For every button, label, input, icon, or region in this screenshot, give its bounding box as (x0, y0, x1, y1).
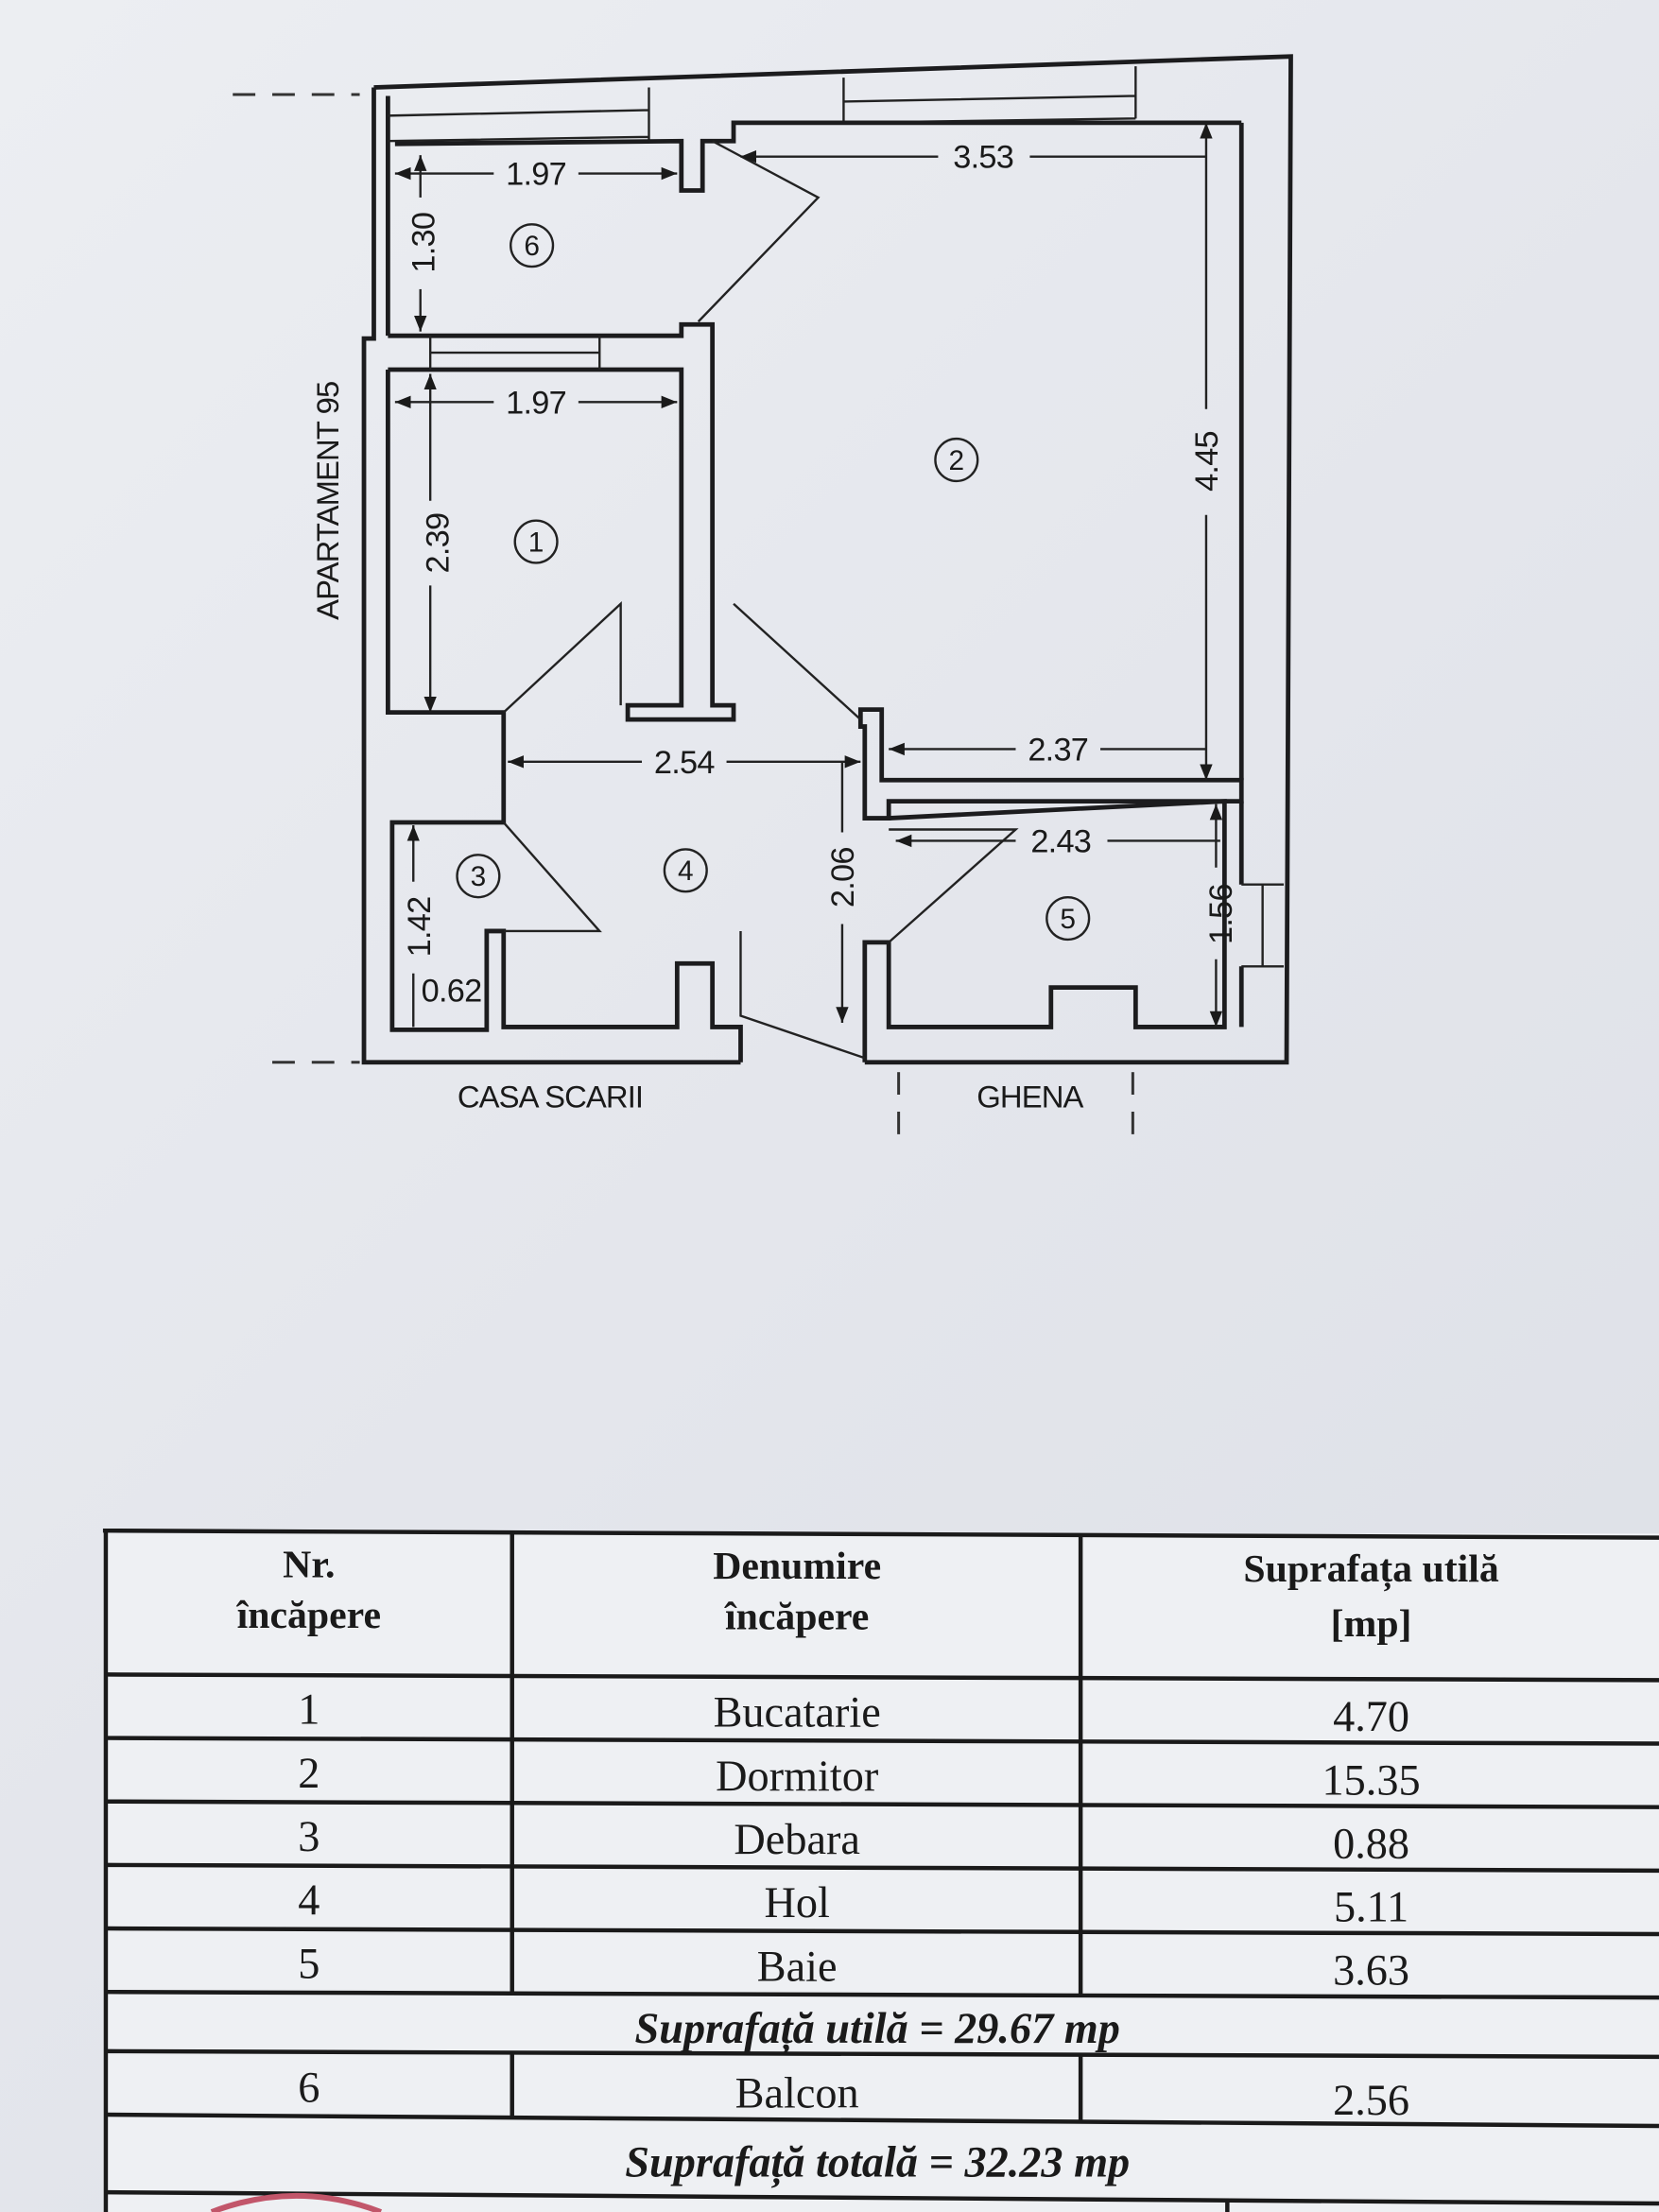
header-name-line2: încăpere (724, 1596, 869, 1639)
cell-nr: 5 (298, 1940, 320, 1988)
header-area-line1: Suprafața utilă (1243, 1547, 1498, 1592)
useful-area-total: Suprafață utilă = 29.67 mp (635, 2005, 1120, 2054)
cell-name: Hol (764, 1879, 829, 1927)
outer-walls (361, 54, 1293, 1065)
cell-name: Balcon (735, 2070, 859, 2118)
cell-area: 0.88 (1333, 1820, 1409, 1868)
cell-nr: 1 (298, 1686, 320, 1735)
dim-balcony-width: 1.97 (506, 156, 566, 192)
room-number-5: 5 (1060, 904, 1076, 935)
dim-kitchen-depth: 2.39 (421, 513, 457, 574)
table-row: 5 Baie 3.63 (298, 1940, 1409, 1995)
cell-name: Bucatarie (714, 1689, 881, 1737)
table-row: 1 Bucatarie 4.70 (298, 1686, 1409, 1741)
dim-bath-depth: 1.56 (1203, 884, 1239, 944)
header-nr-line1: Nr. (283, 1543, 335, 1586)
dim-balcony-depth: 1.30 (406, 213, 442, 273)
room-number-3: 3 (471, 861, 487, 892)
area-table: Nr. încăpere Denumire încăpere Suprafața… (102, 1528, 1659, 2212)
dim-bedroom-width: 3.53 (953, 140, 1013, 176)
dim-storage-width: 0.62 (422, 974, 482, 1010)
cell-nr: 3 (298, 1813, 320, 1861)
stairwell-label: CASA SCARII (458, 1079, 643, 1114)
dim-bedroom-bottom: 2.37 (1028, 732, 1088, 768)
cell-area: 3.63 (1333, 1947, 1409, 1996)
dim-hall-depth: 2.06 (825, 847, 861, 907)
stamp-fragment (210, 2192, 383, 2212)
room-number-4: 4 (678, 855, 694, 887)
header-nr-line2: încăpere (236, 1594, 381, 1637)
room-number-1: 1 (528, 527, 544, 559)
dim-storage-depth: 1.42 (402, 897, 438, 958)
cell-nr: 6 (298, 2065, 320, 2113)
header-area-line2: [mp] (1331, 1602, 1412, 1646)
dim-bedroom-depth: 4.45 (1189, 431, 1225, 492)
dim-kitchen-width: 1.97 (506, 385, 566, 421)
table-row: 3 Debara 0.88 (298, 1813, 1409, 1868)
cell-nr: 2 (298, 1750, 320, 1798)
room-markers: 1 2 3 4 5 6 (456, 223, 1091, 942)
cell-area: 5.11 (1334, 1884, 1408, 1932)
interior-walls (386, 321, 1244, 1063)
door-swings (502, 140, 1019, 1060)
dim-hall-width: 2.54 (654, 745, 715, 781)
table-row-balcony: 6 Balcon 2.56 (298, 2065, 1409, 2125)
cell-name: Debara (734, 1816, 860, 1864)
dimension-lines (394, 122, 1223, 1028)
dim-bath-width: 2.43 (1030, 823, 1091, 859)
cell-area: 4.70 (1333, 1693, 1409, 1741)
table-row: 4 Hol 5.11 (298, 1876, 1408, 1931)
table-row: 2 Dormitor 15.35 (298, 1750, 1420, 1805)
floor-plan: 1.97 1.30 3.53 4.45 2.37 1.97 2.39 2.54 … (233, 54, 1293, 1150)
neighbor-label: APARTAMENT 95 (310, 382, 345, 620)
room-number-6: 6 (524, 231, 540, 262)
cell-nr: 4 (298, 1876, 320, 1925)
cell-area: 15.35 (1322, 1756, 1421, 1805)
shaft-label: GHENA (976, 1079, 1083, 1114)
grand-area-total: Suprafață totală = 32.23 mp (625, 2139, 1130, 2188)
cell-name: Dormitor (716, 1753, 878, 1801)
cell-area: 2.56 (1333, 2077, 1409, 2125)
room-number-2: 2 (949, 445, 965, 476)
cell-name: Baie (757, 1943, 838, 1991)
header-name-line1: Denumire (713, 1545, 881, 1588)
